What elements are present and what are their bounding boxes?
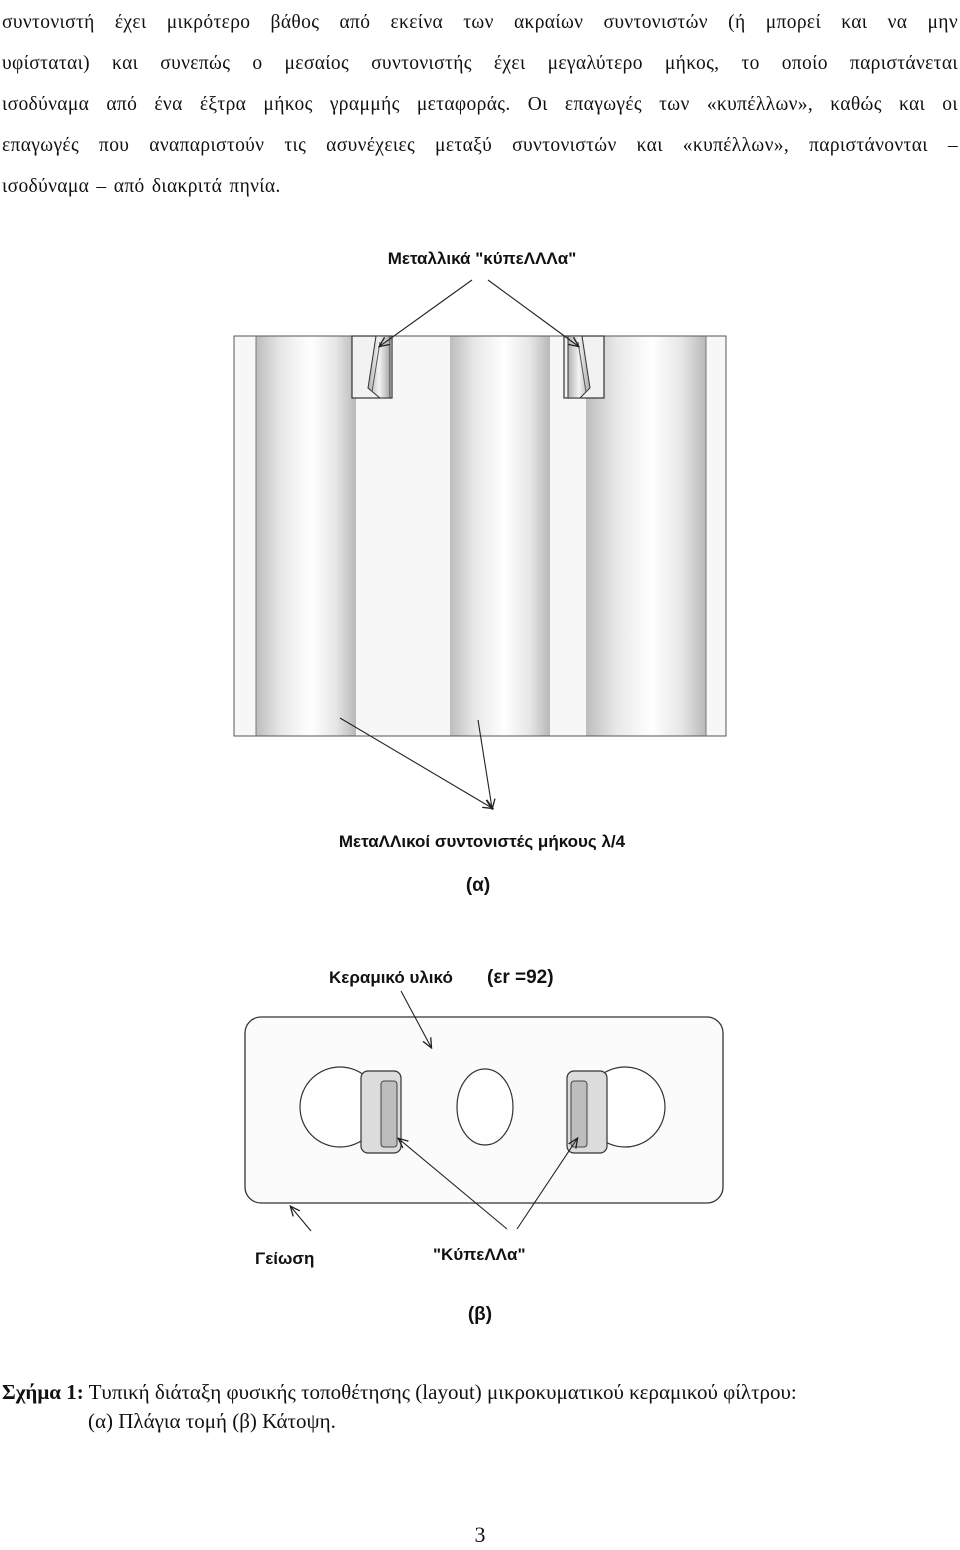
body-line: ισοδύναμα – από διακριτά πηνία. <box>2 176 281 197</box>
figure-a-side-section: Μεταλλικά "κύπεΛΛΛα" <box>220 238 740 858</box>
resonator-hole-middle <box>456 1068 514 1146</box>
figure-a-sublabel: (α) <box>465 875 491 896</box>
resonator-cylinder-left <box>256 336 356 736</box>
figure-b-drawing: Κεραμικό υλικό (εr =92) Γείωση "ΚύπεΛΛα" <box>244 967 724 1268</box>
resonator-hole-left <box>299 1066 402 1154</box>
resonator-cylinder-right <box>586 336 706 736</box>
figure-a-drawing: Μεταλλικά "κύπεΛΛΛα" <box>233 249 727 851</box>
caption-label: Σχήμα 1: <box>2 1380 84 1404</box>
arrows-top-view <box>291 990 577 1232</box>
body-line: υφίσταται) και συνεπώς ο μεσαίος συντονι… <box>2 53 958 74</box>
label-metal-cups: Μεταλλικά "κύπεΛΛΛα" <box>388 249 577 268</box>
arrows-to-cups <box>380 279 578 346</box>
metal-cup-left <box>351 335 393 399</box>
page-number: 3 <box>474 1522 486 1547</box>
caption-line-2: (α) Πλάγια τομή (β) Κάτοψη. <box>88 1409 336 1433</box>
body-line: συντονιστή έχει μικρότερο βάθος από εκεί… <box>2 12 958 33</box>
figure-b-sublabel: (β) <box>467 1304 493 1325</box>
figure-caption: Σχήμα 1: Τυπική διάταξη φυσικής τοποθέτη… <box>2 1378 952 1436</box>
body-line: ισοδύναμα από ένα έξτρα μήκος γραμμής με… <box>2 94 958 115</box>
figure-b-top-view: Κεραμικό υλικό (εr =92) Γείωση "ΚύπεΛΛα" <box>225 955 745 1285</box>
label-metal-resonators: ΜεταΛΛικοί συντονιστές μήκους λ/4 <box>339 832 626 851</box>
metal-cup-right <box>563 335 605 399</box>
body-line: επαγωγές που αναπαριστούν τις ασυνέχειες… <box>2 135 958 156</box>
body-paragraph: συντονιστή έχει μικρότερο βάθος από εκεί… <box>2 2 958 207</box>
label-ceramic-material: Κεραμικό υλικό <box>329 968 453 987</box>
arrows-to-resonators <box>339 717 492 808</box>
caption-line-1: Τυπική διάταξη φυσικής τοποθέτησης (layo… <box>88 1380 797 1404</box>
label-ground: Γείωση <box>255 1249 314 1268</box>
resonator-hole-right <box>566 1066 666 1154</box>
label-cups: "ΚύπεΛΛα" <box>433 1245 526 1264</box>
resonator-cylinder-middle <box>450 336 550 736</box>
label-permittivity: (εr =92) <box>487 967 554 988</box>
metal-block <box>233 335 727 737</box>
